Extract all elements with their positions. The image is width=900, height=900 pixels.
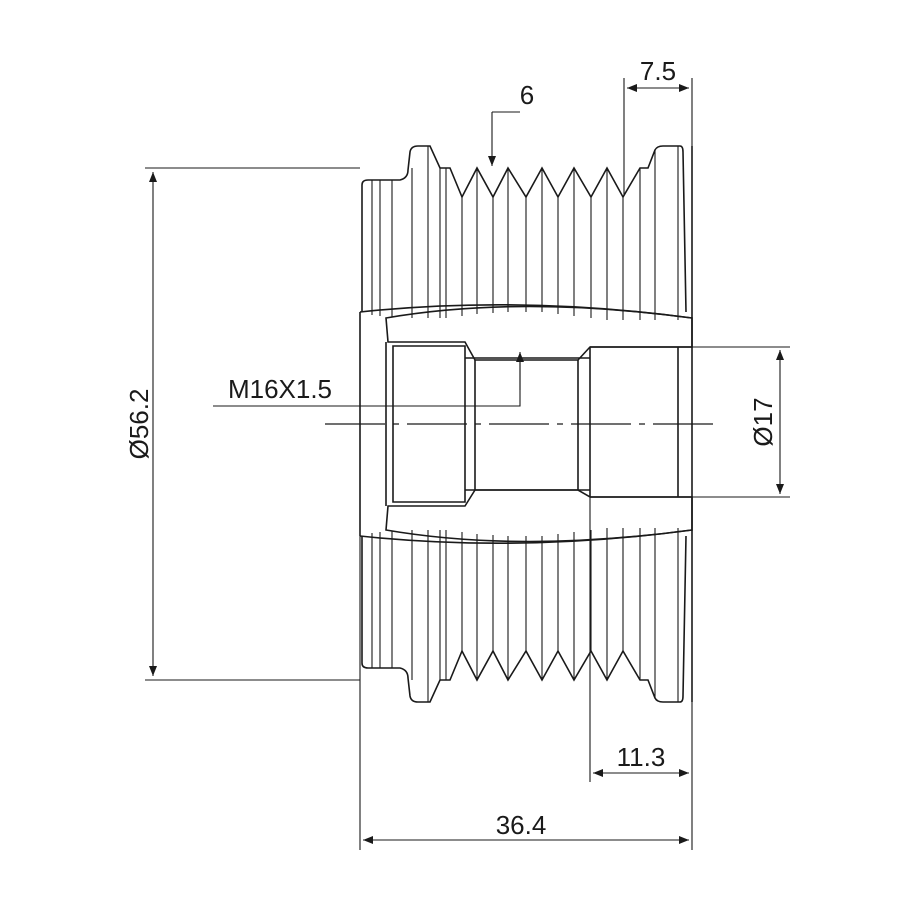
label-bore-depth: 11.3	[617, 742, 666, 772]
section-hatched	[359, 303, 693, 545]
dimension-lines	[145, 78, 790, 850]
label-outer-diameter: Ø56.2	[124, 389, 154, 460]
label-overall-length: 36.4	[496, 810, 547, 840]
label-flange-width: 7.5	[640, 56, 676, 86]
label-groove-count: 6	[520, 80, 534, 110]
label-thread: M16X1.5	[228, 374, 332, 404]
label-bore-diameter: Ø17	[748, 397, 778, 446]
dimension-labels: 6 7.5 M16X1.5 Ø56.2 Ø17 11.3 36.4	[124, 56, 778, 840]
